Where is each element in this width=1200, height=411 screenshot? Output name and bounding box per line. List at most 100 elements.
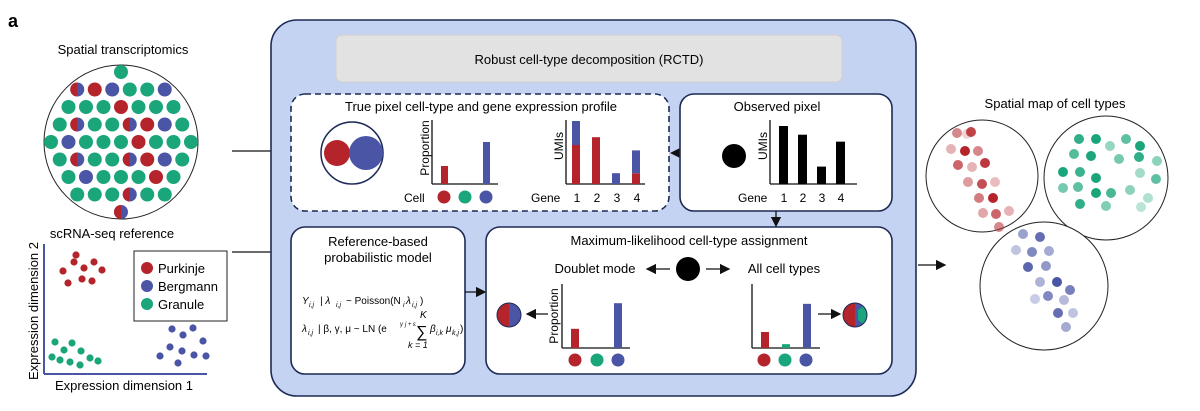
spatial-transcriptomics-title: Spatial transcriptomics	[58, 42, 189, 57]
bead-granule	[114, 65, 128, 79]
bead-purkinje	[140, 117, 155, 132]
bead-purkinje	[87, 82, 102, 97]
all-types-proportion-chart	[751, 284, 820, 367]
eq2-close: )	[460, 324, 463, 335]
legend-item-bergmann: Bergmann	[141, 279, 218, 294]
eq1-rest: ~ Poisson(N	[346, 296, 401, 307]
scatter-point-granule	[68, 339, 76, 347]
bead-granule	[114, 135, 128, 149]
bead-granule	[105, 152, 120, 167]
eq1-y: Y	[302, 296, 310, 307]
doublet-granule-marker	[590, 353, 604, 367]
eq2-lambda: λ	[301, 324, 307, 335]
bead-granule	[96, 100, 111, 114]
true-proportion-xlabel: Cell	[404, 191, 425, 205]
assignment-bead	[676, 257, 700, 281]
map-bead-granule	[1152, 156, 1162, 166]
true-pixel-bergmann-cell	[349, 136, 383, 170]
scrna-reference-title: scRNA-seq reference	[50, 226, 174, 241]
true-umis-bergmann-bar-4	[632, 150, 640, 174]
map-bead-granule	[1105, 141, 1115, 151]
legend-label-purkinje: Purkinje	[158, 261, 205, 276]
bead-purkinje	[140, 152, 155, 167]
bead-bergmann	[61, 135, 76, 149]
map-bead-granule	[1091, 134, 1101, 144]
bead-granule	[149, 100, 163, 114]
true-proportion-ylabel: Proportion	[418, 120, 432, 175]
scatter-point-granule	[56, 356, 64, 364]
bead-granule	[87, 152, 102, 167]
scatter-point-bergmann	[174, 359, 182, 367]
map-bead-bergmann	[1044, 246, 1054, 256]
bead-mixed-half	[70, 152, 78, 167]
scatter-point-purkinje	[98, 266, 106, 274]
map-bead-granule	[1134, 152, 1144, 162]
sum-lower: k = 1	[408, 340, 428, 350]
all-bergmann-marker	[799, 353, 813, 367]
eq2-exponent-c: + ε	[408, 322, 416, 328]
rctd-title: Robust cell-type decomposition (RCTD)	[474, 52, 703, 67]
map-bead-granule	[1058, 167, 1068, 177]
doublet-bergmann-marker	[611, 353, 625, 367]
map-bead-granule	[1135, 141, 1145, 151]
scatter-point-bergmann	[166, 343, 174, 351]
map-bead-granule	[1073, 182, 1083, 192]
bead-mixed-half	[114, 205, 121, 219]
bead-granule	[105, 187, 120, 202]
map-bead-bergmann	[1023, 262, 1033, 272]
observed-umis-tick-4: 4	[838, 191, 845, 205]
model-box	[290, 226, 466, 375]
observed-umis-bar-1	[779, 126, 788, 184]
observed-umis-bar-2	[798, 134, 807, 184]
scatter-point-purkinje	[59, 267, 67, 275]
bead-granule	[149, 135, 163, 149]
bead-granule	[44, 135, 58, 149]
eq2-sub-kj: k,j	[452, 330, 459, 337]
sum-upper: K	[420, 310, 428, 321]
map-bead-bergmann	[1043, 291, 1053, 301]
map-bead-granule	[1058, 183, 1068, 193]
scatter-point-bergmann	[156, 352, 164, 360]
true-umis-purkinje-bar-1	[572, 145, 580, 184]
bead-purkinje	[114, 100, 128, 114]
map-bead-purkinje	[974, 193, 984, 203]
scatter-point-bergmann	[189, 324, 197, 332]
eq1-close: )	[420, 296, 423, 307]
map-bead-bergmann	[1065, 285, 1075, 295]
map-bead-purkinje	[946, 144, 956, 154]
map-bead-granule	[1114, 154, 1124, 164]
bead-mixed-half	[122, 117, 130, 132]
spatial-map-title: Spatial map of cell types	[985, 96, 1126, 111]
scatter-point-purkinje	[64, 279, 72, 287]
map-bead-granule	[1075, 199, 1085, 209]
doublet-proportion-bar-3	[614, 303, 622, 348]
bead-granule	[105, 117, 120, 132]
map-bead-granule	[1135, 168, 1145, 178]
cell-granule-marker	[458, 190, 472, 204]
true-umis-xlabel: Gene	[531, 191, 561, 205]
legend-item-granule: Granule	[141, 297, 204, 312]
y-axis-label: Expression dimension 2	[26, 242, 41, 380]
map-bead-bergmann	[1053, 308, 1063, 318]
map-bead-purkinje	[978, 208, 988, 218]
true-proportion-chart: Proportion Cell	[404, 120, 498, 205]
reference-scatter-points	[48, 251, 210, 369]
purkinje-swatch	[141, 262, 153, 274]
scatter-point-granule	[77, 347, 85, 355]
eq1-sub-i: i	[403, 302, 405, 309]
bead-granule	[166, 135, 181, 149]
scatter-point-purkinje	[72, 251, 80, 259]
assignment-title: Maximum-likelihood cell-type assignment	[571, 233, 808, 248]
bead-granule	[52, 152, 67, 167]
eq1-sub-ij: i,j	[309, 302, 315, 309]
map-bead-bergmann	[1061, 322, 1071, 332]
spatial-puck-beads	[44, 65, 198, 219]
bead-bergmann	[157, 152, 172, 167]
true-umis-bergmann-bar-3	[612, 173, 620, 184]
observed-pixel-title: Observed pixel	[734, 99, 821, 114]
all-types-proportion-bar-1	[761, 332, 769, 348]
eq2-beta: β	[429, 324, 436, 335]
cell-bergmann-marker	[479, 190, 493, 204]
map-bead-granule	[1143, 193, 1153, 203]
